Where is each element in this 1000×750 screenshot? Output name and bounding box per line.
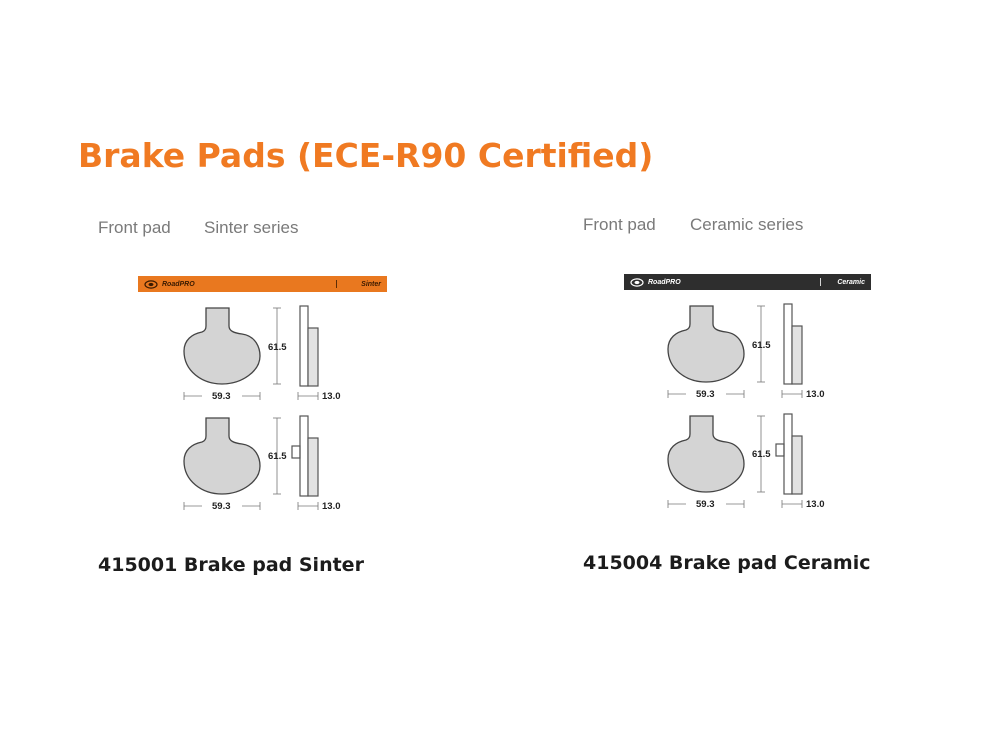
series-tag: Ceramic bbox=[837, 278, 865, 286]
pad-side-profile bbox=[775, 413, 803, 495]
pad-side-profile bbox=[299, 305, 319, 387]
series-label: Ceramic series bbox=[690, 215, 804, 234]
banner-divider bbox=[336, 280, 337, 288]
pad-face bbox=[667, 305, 745, 383]
brake-pad-diagram: 61.5 59.3 13.0 61.5 59.3 13.0 bbox=[183, 305, 341, 512]
product-banner: RoadPRO Ceramic bbox=[624, 274, 871, 290]
height-dimension bbox=[757, 305, 765, 383]
pad-face bbox=[183, 307, 261, 385]
height-dimension bbox=[273, 417, 281, 495]
product-label: 415004 Brake pad Ceramic bbox=[583, 552, 871, 574]
pad-position-label: Front pad bbox=[583, 215, 656, 234]
series-label: Sinter series bbox=[204, 218, 299, 237]
thickness-value: 13.0 bbox=[322, 391, 341, 402]
height-value: 61.5 bbox=[268, 451, 287, 462]
series-tag: Sinter bbox=[361, 280, 381, 288]
thickness-value: 13.0 bbox=[806, 499, 825, 510]
page-title: Brake Pads (ECE-R90 Certified) bbox=[78, 136, 654, 175]
height-value: 61.5 bbox=[752, 449, 771, 460]
pad-side-profile bbox=[783, 303, 803, 385]
width-dimension bbox=[183, 502, 261, 510]
pad-face bbox=[667, 415, 745, 493]
brand-name: RoadPRO bbox=[648, 278, 681, 286]
brake-pad-diagram: 61.5 59.3 13.0 61.5 59.3 13.0 bbox=[667, 303, 825, 510]
height-value: 61.5 bbox=[752, 340, 771, 351]
banner-divider bbox=[820, 278, 821, 286]
thickness-dimension bbox=[297, 392, 319, 400]
brand-logo-icon bbox=[144, 279, 158, 289]
product-banner: RoadPRO Sinter bbox=[138, 276, 387, 292]
height-value: 61.5 bbox=[268, 342, 287, 353]
pad-position-label: Front pad bbox=[98, 218, 171, 237]
width-value: 59.3 bbox=[212, 501, 231, 512]
pad-face bbox=[183, 417, 261, 495]
height-dimension bbox=[757, 415, 765, 493]
thickness-dimension bbox=[297, 502, 319, 510]
thickness-value: 13.0 bbox=[806, 389, 825, 400]
width-value: 59.3 bbox=[212, 391, 231, 402]
width-dimension bbox=[667, 390, 745, 398]
width-dimension bbox=[183, 392, 261, 400]
thickness-dimension bbox=[781, 390, 803, 398]
product-label: 415001 Brake pad Sinter bbox=[98, 554, 364, 576]
height-dimension bbox=[273, 307, 281, 385]
thickness-dimension bbox=[781, 500, 803, 508]
pad-side-profile bbox=[291, 415, 319, 497]
width-value: 59.3 bbox=[696, 389, 715, 400]
width-dimension bbox=[667, 500, 745, 508]
brand-name: RoadPRO bbox=[162, 280, 195, 288]
width-value: 59.3 bbox=[696, 499, 715, 510]
brand-logo-icon bbox=[630, 277, 644, 287]
thickness-value: 13.0 bbox=[322, 501, 341, 512]
